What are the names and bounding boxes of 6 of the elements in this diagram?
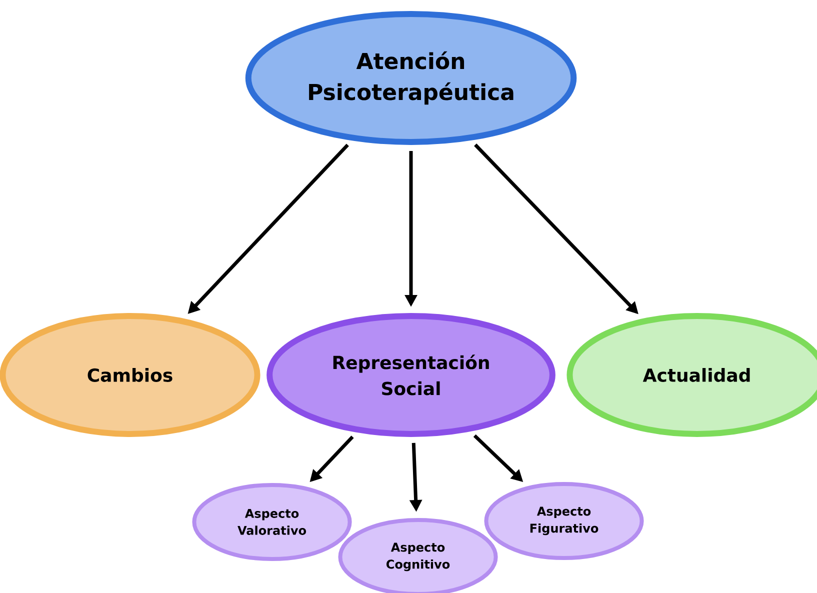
ellipse-node: Representación Social (266, 312, 556, 437)
ellipse-node: Aspecto Cognitivo (338, 518, 498, 593)
ellipse-node: Aspecto Figurativo (484, 482, 644, 560)
ellipse-node: Actualidad (566, 312, 817, 437)
ellipse-node: Atención Psicoterapéutica (245, 11, 577, 145)
ellipse-node: Aspecto Valorativo (192, 482, 352, 561)
